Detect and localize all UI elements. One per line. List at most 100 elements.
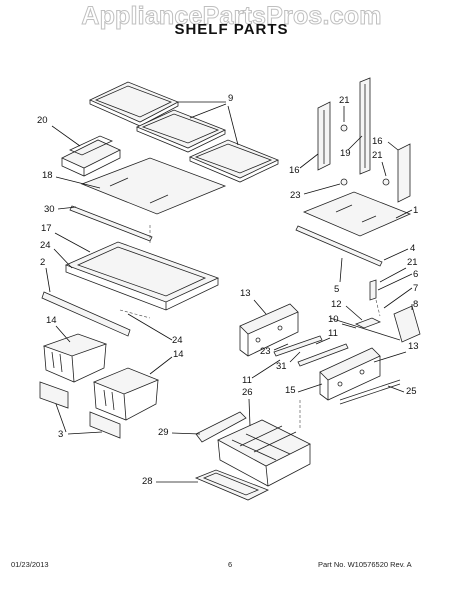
leader-line-c10-0 <box>341 323 357 329</box>
callout-label-c23b: 23 <box>260 346 271 357</box>
leader-line-c17-0 <box>54 232 91 253</box>
callout-label-c25: 25 <box>406 386 417 397</box>
leader-line-c30-0 <box>57 206 77 210</box>
part-25-rod <box>339 379 401 405</box>
leader-line-c6-0 <box>377 273 413 291</box>
part-11-rod <box>297 343 349 367</box>
callout-label-c23a: 23 <box>290 190 301 201</box>
leader-line-c19-0 <box>347 135 363 151</box>
leader-line-c4-0 <box>383 248 409 261</box>
leader-line-c25-0 <box>387 385 405 393</box>
callout-label-c11b: 11 <box>242 375 252 386</box>
part-31-rod <box>273 335 323 357</box>
callout-label-c12: 12 <box>331 299 342 310</box>
shelf-glass-9-c <box>188 139 279 183</box>
callout-label-c1: 1 <box>413 205 418 216</box>
leader-line-c13b-0 <box>373 351 407 363</box>
leader-line-c9-2 <box>227 105 239 146</box>
callout-label-c24b: 24 <box>172 335 183 346</box>
part-2-bar <box>41 291 131 337</box>
leader-line-c16a-0 <box>299 153 319 169</box>
callout-label-c31: 31 <box>276 361 287 372</box>
part-10-rod <box>329 317 401 341</box>
watermark: AppliancePartsPros.com <box>81 2 382 31</box>
callout-label-c5: 5 <box>334 284 339 295</box>
callout-label-c8: 8 <box>413 299 418 310</box>
part-18-glass <box>80 157 227 215</box>
callout-label-c3: 3 <box>58 429 63 440</box>
footer-date: 01/23/2013 <box>11 560 49 569</box>
leader-line-c24b-0 <box>127 313 173 341</box>
leader-line-c14b-0 <box>149 356 173 375</box>
callout-label-c11a: 11 <box>328 328 338 339</box>
callout-label-c14a: 14 <box>46 315 57 326</box>
callout-label-c7: 7 <box>413 283 418 294</box>
leader-line-c5-0 <box>339 257 343 283</box>
part-rail-left <box>317 101 331 171</box>
callout-label-c19: 19 <box>340 148 351 159</box>
part-28-tray <box>194 469 269 501</box>
screw-23-a <box>340 178 348 186</box>
leader-line-c2-0 <box>45 267 51 293</box>
callout-label-c21b: 21 <box>372 150 383 161</box>
callout-label-c24a: 24 <box>40 240 51 251</box>
callout-label-c20: 20 <box>37 115 48 126</box>
page-title: SHELF PARTS <box>174 21 289 38</box>
callout-label-c29: 29 <box>158 427 169 438</box>
part-8-bracket <box>393 305 421 343</box>
leader-line-c23a-0 <box>303 183 341 195</box>
callout-label-c14b: 14 <box>173 349 184 360</box>
part-19-rail <box>359 77 371 175</box>
part-14-drawer-right <box>92 367 160 421</box>
leader-line-c24a-0 <box>53 248 73 269</box>
callout-label-c10: 10 <box>328 314 339 325</box>
leader-line-c15-0 <box>297 383 323 393</box>
callout-label-c21c: 21 <box>407 257 418 268</box>
callout-label-c13a: 13 <box>240 288 251 299</box>
callout-label-c26: 26 <box>242 387 253 398</box>
screw-21-b <box>382 178 390 186</box>
callout-label-c18: 18 <box>42 170 53 181</box>
leader-line-c7-0 <box>383 287 413 309</box>
leader-line-c29-0 <box>171 432 201 435</box>
callout-label-c6: 6 <box>413 269 418 280</box>
callout-label-c16b: 16 <box>372 136 383 147</box>
part-13-slide-left <box>239 303 299 357</box>
part-26-basket <box>217 419 311 487</box>
part-16-rail-right <box>397 143 411 203</box>
leader-line-c14a-0 <box>55 325 71 343</box>
callout-label-c4: 4 <box>410 243 415 254</box>
part-3-handle-left <box>39 381 69 409</box>
leader-line-c31-0 <box>289 351 301 363</box>
part-3-handle-right <box>89 411 121 439</box>
part-12-bracket <box>355 317 381 329</box>
leader-6-12 <box>375 299 381 317</box>
leader-line-c18-0 <box>55 176 101 189</box>
leader-line-c11b-0 <box>251 359 281 379</box>
leader-line-c16b-0 <box>387 141 399 151</box>
part-4-trim <box>295 225 383 267</box>
leader-line-c9-1 <box>189 103 227 119</box>
leader-line-c21b-0 <box>381 161 387 177</box>
part-29-handle <box>195 411 247 443</box>
leader-line-c11a-0 <box>315 337 331 345</box>
part-6-clip <box>369 279 377 301</box>
callout-label-c17: 17 <box>41 223 52 234</box>
callout-label-c13b: 13 <box>408 341 419 352</box>
callout-label-c9: 9 <box>228 93 233 104</box>
leader-line-c3-1 <box>67 431 103 435</box>
leader-line-c12-0 <box>345 305 363 321</box>
callout-label-c15: 15 <box>285 385 296 396</box>
callout-label-c16a: 16 <box>289 165 300 176</box>
shelf-glass-9-b <box>135 109 226 153</box>
leader-line-c23b-0 <box>273 343 289 351</box>
screw-21-a <box>340 124 348 132</box>
part-17-cover-frame <box>64 241 220 311</box>
footer-page: 6 <box>228 560 233 569</box>
callout-label-c28: 28 <box>142 476 153 487</box>
leader-line-c20-0 <box>51 125 81 147</box>
part-14-drawer-left <box>42 333 108 383</box>
leader-dash-2 <box>119 309 151 319</box>
